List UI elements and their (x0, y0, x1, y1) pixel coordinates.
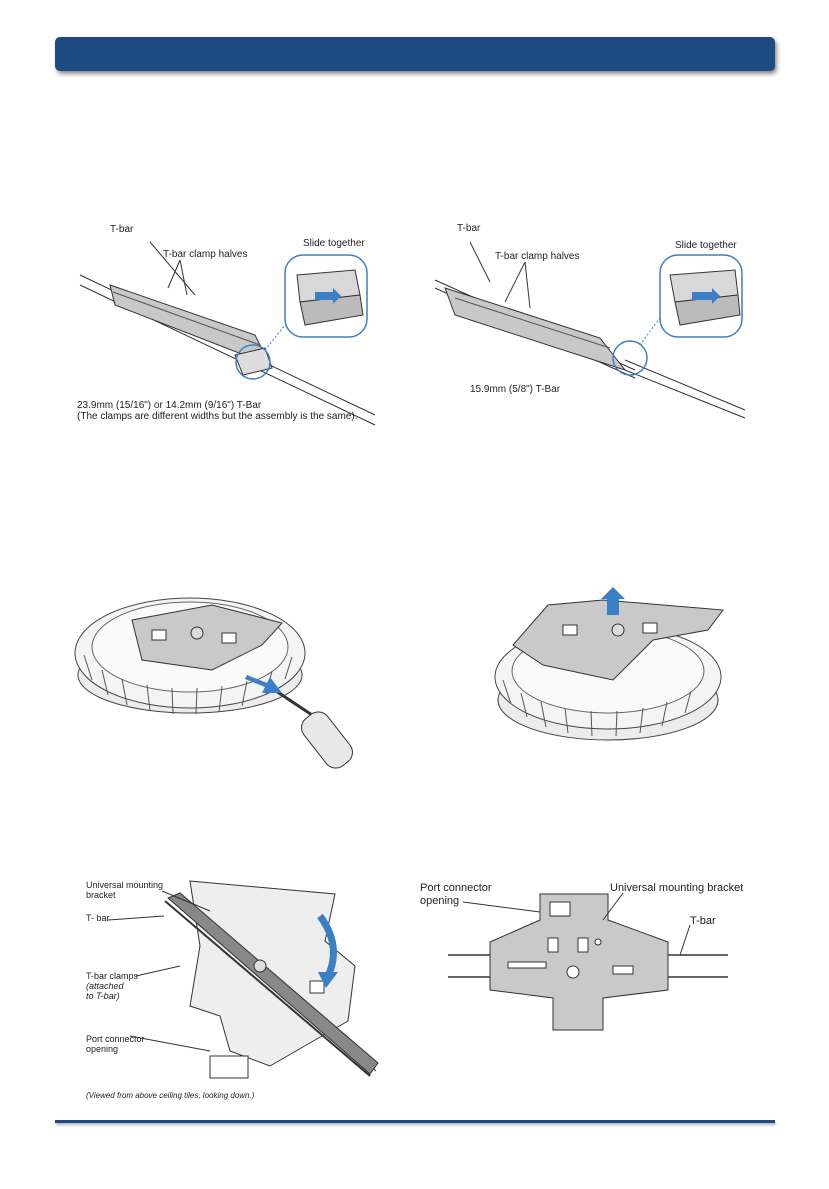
page-header-bar (55, 37, 775, 71)
figure-bracket-front-view: Port connector opening Universal mountin… (418, 880, 758, 1040)
figure-bracket-on-tbar: Universal mounting bracket T- bar T-bar … (80, 876, 380, 1101)
label-umb-line1: Universal mounting (86, 880, 164, 890)
label-tbar: T-bar (457, 223, 481, 234)
caption-line2: (The clamps are different widths but the… (77, 411, 358, 422)
label-port-line1: Port connector (420, 882, 492, 894)
label-slide-together: Slide together (675, 240, 737, 251)
label-clamps-line1: T-bar clamps (86, 971, 139, 981)
label-slide-together: Slide together (303, 238, 365, 249)
page-footer-line (55, 1120, 775, 1123)
figure-tbar-clamp-standard: T-bar T-bar clamp halves Slide together … (75, 220, 395, 430)
label-umb-line2: bracket (86, 890, 116, 900)
label-clamps-line3: to T-bar) (86, 991, 120, 1001)
label-port-line2: opening (86, 1044, 119, 1054)
caption: 15.9mm (5/8") T-Bar (470, 384, 561, 395)
label-port-line2: opening (420, 895, 460, 907)
label-tbar: T-bar (110, 224, 134, 235)
label-tbar: T-bar (690, 915, 716, 927)
figure-ap-bracket-lift (493, 585, 733, 760)
label-clamp-halves: T-bar clamp halves (495, 251, 580, 262)
figure-ap-screwdriver (72, 575, 372, 770)
label-clamp-halves: T-bar clamp halves (163, 249, 248, 260)
caption-line1: 23.9mm (15/16") or 14.2mm (9/16") T-Bar (77, 400, 262, 411)
label-tbar: T- bar (86, 913, 110, 923)
label-port-line1: Port connector (86, 1034, 145, 1044)
figure-tbar-clamp-5-8: T-bar T-bar clamp halves Slide together … (430, 220, 750, 420)
label-clamps-line2: (attached (86, 981, 124, 991)
label-umb: Universal mounting bracket (610, 882, 744, 894)
viewing-note: (Viewed from above ceiling tiles, lookin… (86, 1091, 255, 1100)
